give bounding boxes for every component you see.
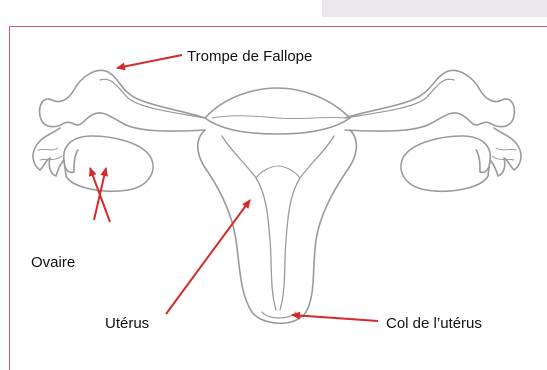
right-ovary (401, 136, 490, 191)
right-fimbriae (476, 128, 521, 176)
left-fimbriae (33, 128, 78, 176)
uterus-body (198, 130, 357, 323)
uterine-fundus (205, 88, 350, 134)
cervix (262, 312, 296, 318)
cervix-arrow (292, 315, 378, 321)
ovary-label: Ovaire (31, 255, 75, 270)
uterus-label: Utérus (105, 316, 149, 331)
uterine-cavity (222, 136, 276, 310)
left-ovary (64, 136, 153, 191)
left-fallopian-tube (40, 70, 205, 131)
right-fallopian-tube (345, 70, 514, 131)
organ-outline (33, 70, 521, 323)
fallopian-tube-label: Trompe de Fallope (187, 49, 312, 64)
ovary-arrow-2 (90, 168, 110, 222)
cervix-label: Col de l’utérus (386, 316, 482, 331)
fallopian-tube-arrow (117, 55, 182, 68)
